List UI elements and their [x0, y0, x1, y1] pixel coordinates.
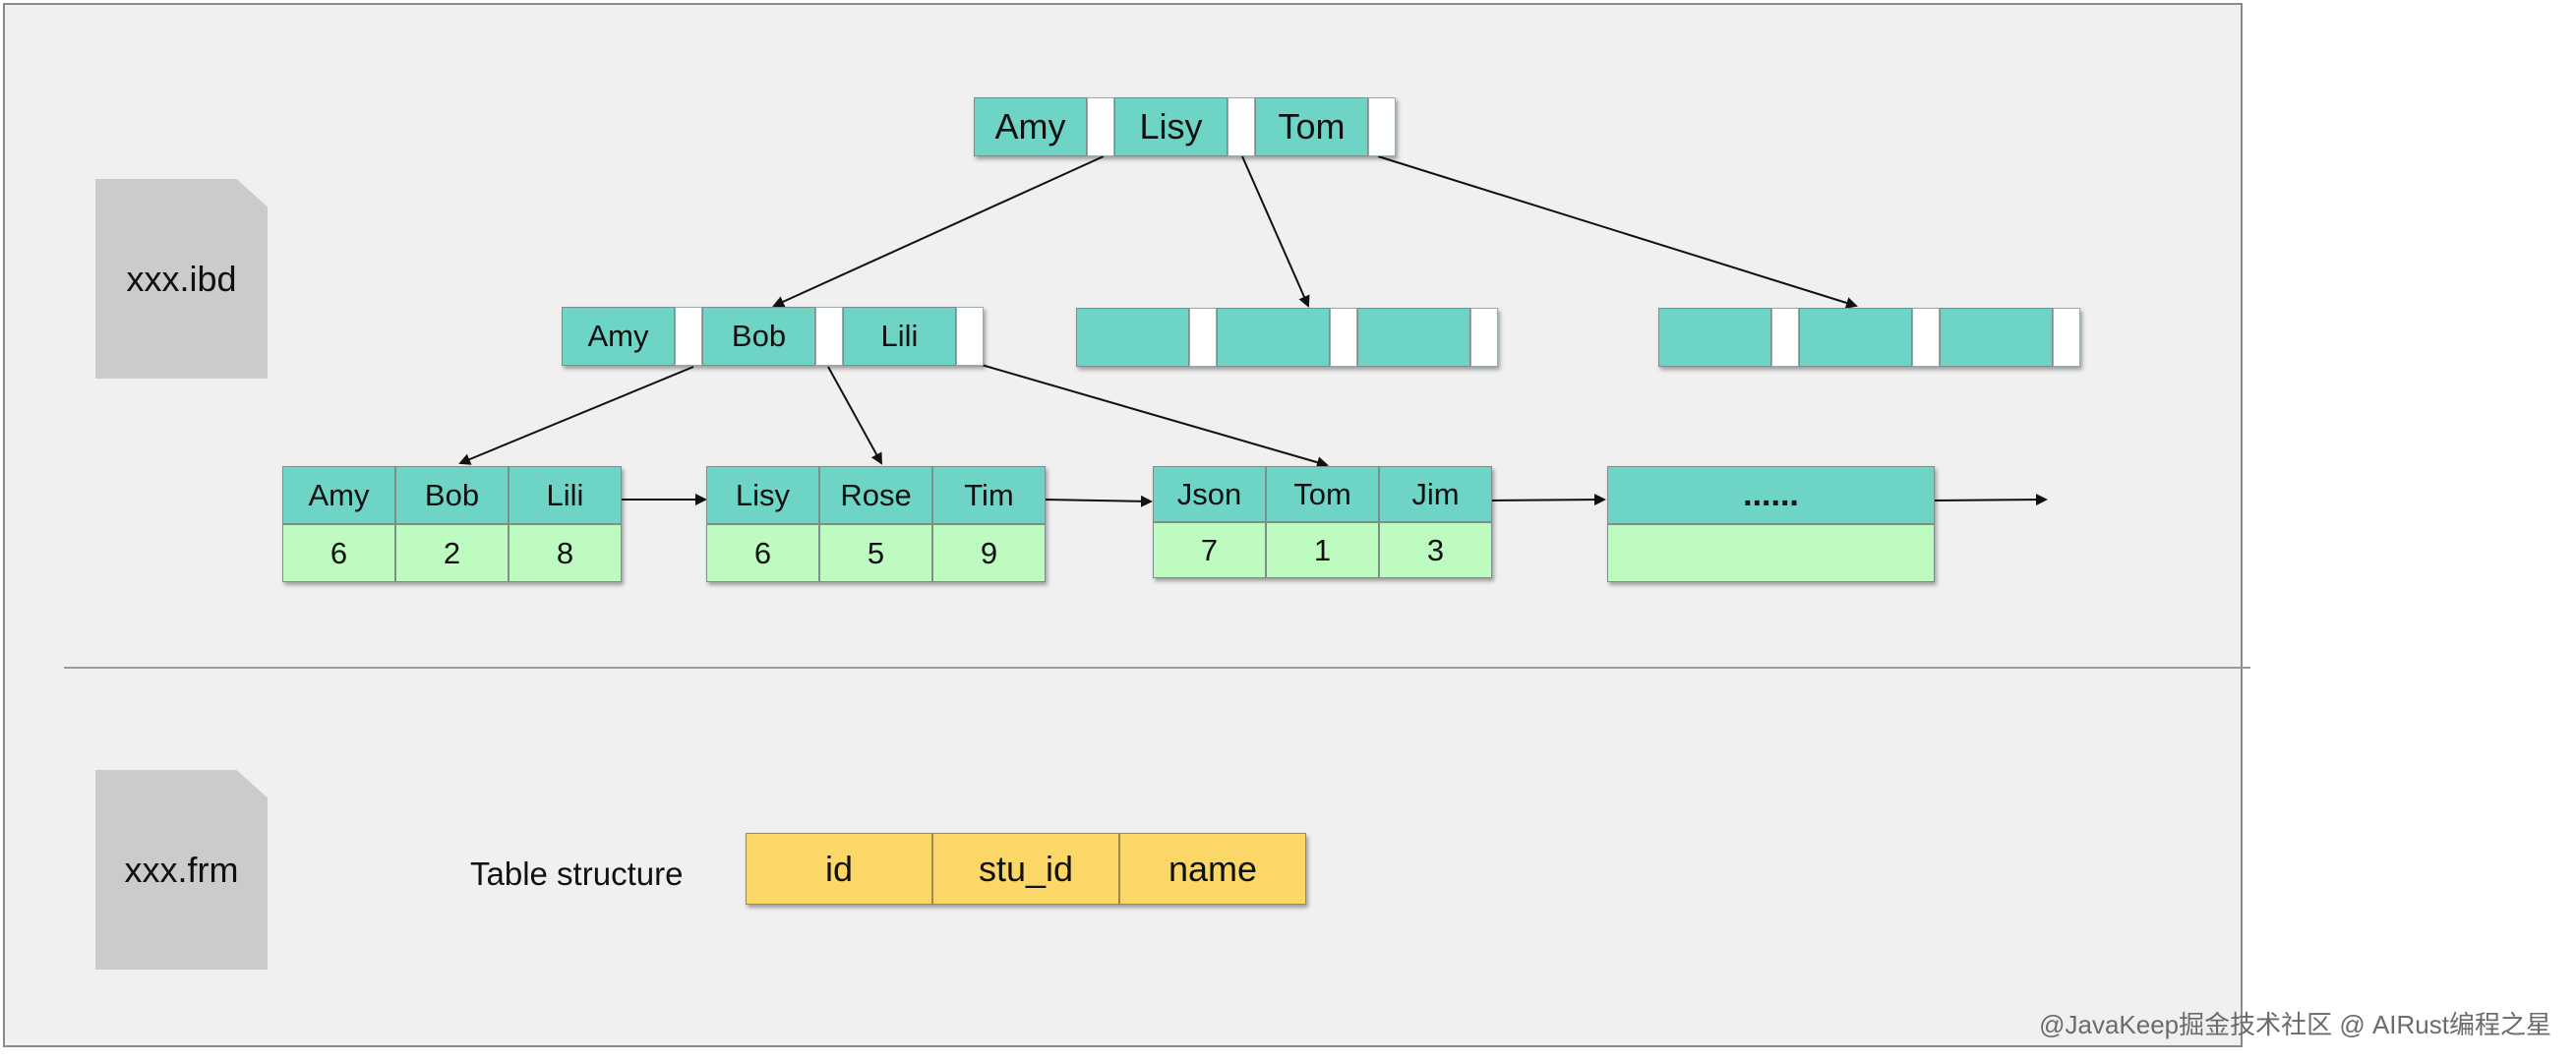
leaf-key: Json: [1153, 466, 1266, 522]
leaf-link-4: [1932, 494, 2048, 506]
leaf-value-row: 6 5 9: [706, 524, 1046, 582]
table-structure-label: Table structure: [470, 856, 684, 892]
internal-key: [1357, 308, 1470, 367]
leaf-value: 1: [1266, 522, 1379, 578]
ibd-file-icon: xxx.ibd: [95, 179, 268, 379]
root-pointer: [1228, 97, 1255, 156]
internal-node-2: [1076, 308, 1498, 367]
root-key: Tom: [1255, 97, 1368, 156]
internal-pointer: [1912, 308, 1940, 367]
leaf-value: 9: [932, 524, 1046, 582]
internal-key: [1658, 308, 1771, 367]
internal-node-1: Amy Bob Lili: [562, 307, 984, 366]
root-pointer: [1087, 97, 1114, 156]
leaf-key-row: Lisy Rose Tim: [706, 466, 1046, 524]
leaf-key-row: Amy Bob Lili: [282, 466, 622, 524]
internal-pointer: [2053, 308, 2080, 367]
internal-key: [1217, 308, 1330, 367]
leaf-key: Bob: [395, 466, 509, 524]
leaf-value: [1607, 524, 1935, 582]
table-structure-columns: id stu_id name: [746, 833, 1306, 905]
leaf-key-row: Json Tom Jim: [1153, 466, 1492, 522]
internal-pointer: [1330, 308, 1357, 367]
leaf-value: 2: [395, 524, 509, 582]
section-divider: [64, 667, 2250, 669]
leaf-value-row: 6 2 8: [282, 524, 622, 582]
leaf-node-3: Json Tom Jim 7 1 3: [1153, 466, 1492, 578]
watermark: @JavaKeep掘金技术社区 @ AIRust编程之星: [2039, 1010, 2551, 1039]
leaf-value: 7: [1153, 522, 1266, 578]
leaf-value: 8: [509, 524, 622, 582]
edge-root-to-internal-2: [1241, 155, 1310, 308]
edge-internal-to-leaf-2: [827, 366, 882, 465]
edge-internal-to-leaf-3: [974, 362, 1329, 468]
internal-pointer: [815, 307, 843, 366]
leaf-key-row: ......: [1607, 466, 1935, 524]
edge-root-to-internal-1: [772, 155, 1105, 308]
internal-key: Lili: [843, 307, 956, 366]
leaf-key: Amy: [282, 466, 395, 524]
leaf-key: Rose: [819, 466, 932, 524]
leaf-value: 5: [819, 524, 932, 582]
frm-file-label: xxx.frm: [124, 849, 239, 890]
internal-key: Bob: [702, 307, 815, 366]
leaf-link-3: [1488, 494, 1606, 506]
leaf-key: Tom: [1266, 466, 1379, 522]
frm-file-icon: xxx.frm: [95, 770, 268, 970]
internal-key: [1940, 308, 2053, 367]
root-key: Amy: [974, 97, 1087, 156]
leaf-value-row: [1607, 524, 1935, 582]
leaf-key-ellipsis: ......: [1607, 466, 1935, 524]
column-stu-id: stu_id: [932, 833, 1119, 905]
leaf-key: Jim: [1379, 466, 1492, 522]
leaf-key: Lili: [509, 466, 622, 524]
internal-key: [1799, 308, 1912, 367]
internal-key: Amy: [562, 307, 675, 366]
leaf-value-row: 7 1 3: [1153, 522, 1492, 578]
column-name: name: [1119, 833, 1306, 905]
edge-internal-to-leaf-1: [458, 366, 694, 465]
leaf-value: 6: [706, 524, 819, 582]
internal-pointer: [956, 307, 984, 366]
ibd-file-label: xxx.ibd: [126, 258, 237, 299]
root-pointer: [1368, 97, 1396, 156]
internal-key: [1076, 308, 1189, 367]
leaf-node-1: Amy Bob Lili 6 2 8: [282, 466, 622, 582]
column-id: id: [746, 833, 932, 905]
internal-pointer: [1771, 308, 1799, 367]
leaf-value: 6: [282, 524, 395, 582]
leaf-key: Tim: [932, 466, 1046, 524]
internal-node-3: [1658, 308, 2080, 367]
internal-pointer: [1470, 308, 1498, 367]
leaf-node-2: Lisy Rose Tim 6 5 9: [706, 466, 1046, 582]
root-key: Lisy: [1114, 97, 1228, 156]
edge-root-to-internal-3: [1377, 155, 1858, 309]
internal-pointer: [1189, 308, 1217, 367]
leaf-link-2: [1043, 495, 1153, 507]
leaf-node-4: ......: [1607, 466, 1935, 582]
leaf-key: Lisy: [706, 466, 819, 524]
root-node: Amy Lisy Tom: [974, 97, 1396, 156]
internal-pointer: [675, 307, 702, 366]
leaf-value: 3: [1379, 522, 1492, 578]
